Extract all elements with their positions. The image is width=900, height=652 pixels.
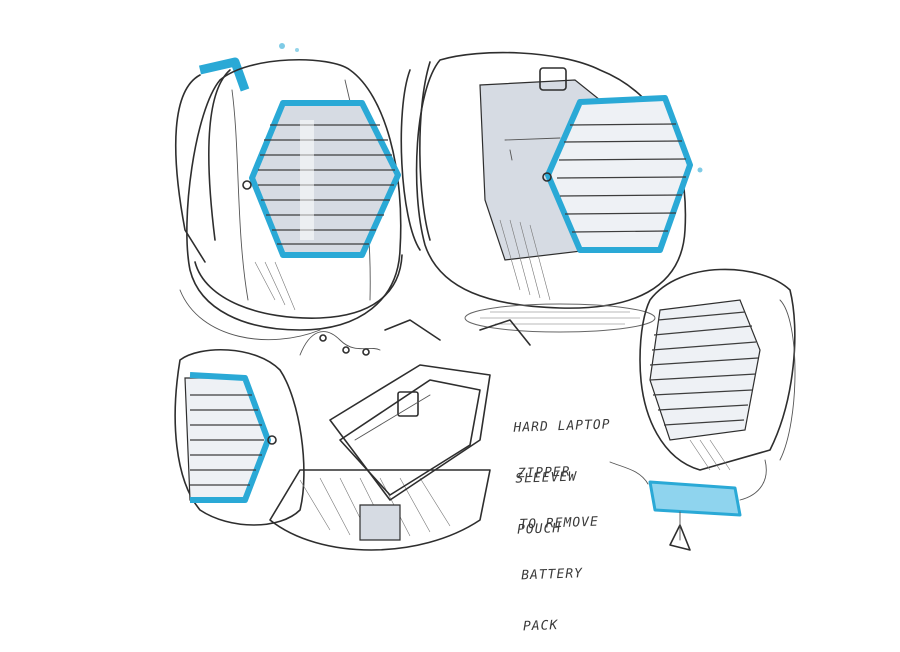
backpack-sketches: [174, 43, 796, 551]
annotation-line: BATTERY: [520, 566, 584, 584]
backpack-open-view: [400, 51, 693, 333]
backpack-front-view: [174, 57, 403, 341]
sketch-sheet: HARD LAPTOP SLEEVEW POUCH ZIPPER TO REMO…: [174, 43, 796, 634]
annotation-line: TO REMOVE: [519, 514, 600, 533]
annotation-line: ZIPPER: [517, 464, 571, 482]
annotation-battery-zipper: ZIPPER TO REMOVE BATTERY PACK: [516, 429, 603, 652]
backpack-side-view: [609, 268, 796, 551]
backpack-clamshell-view: [174, 319, 531, 551]
annotation-line: PACK: [522, 618, 559, 635]
